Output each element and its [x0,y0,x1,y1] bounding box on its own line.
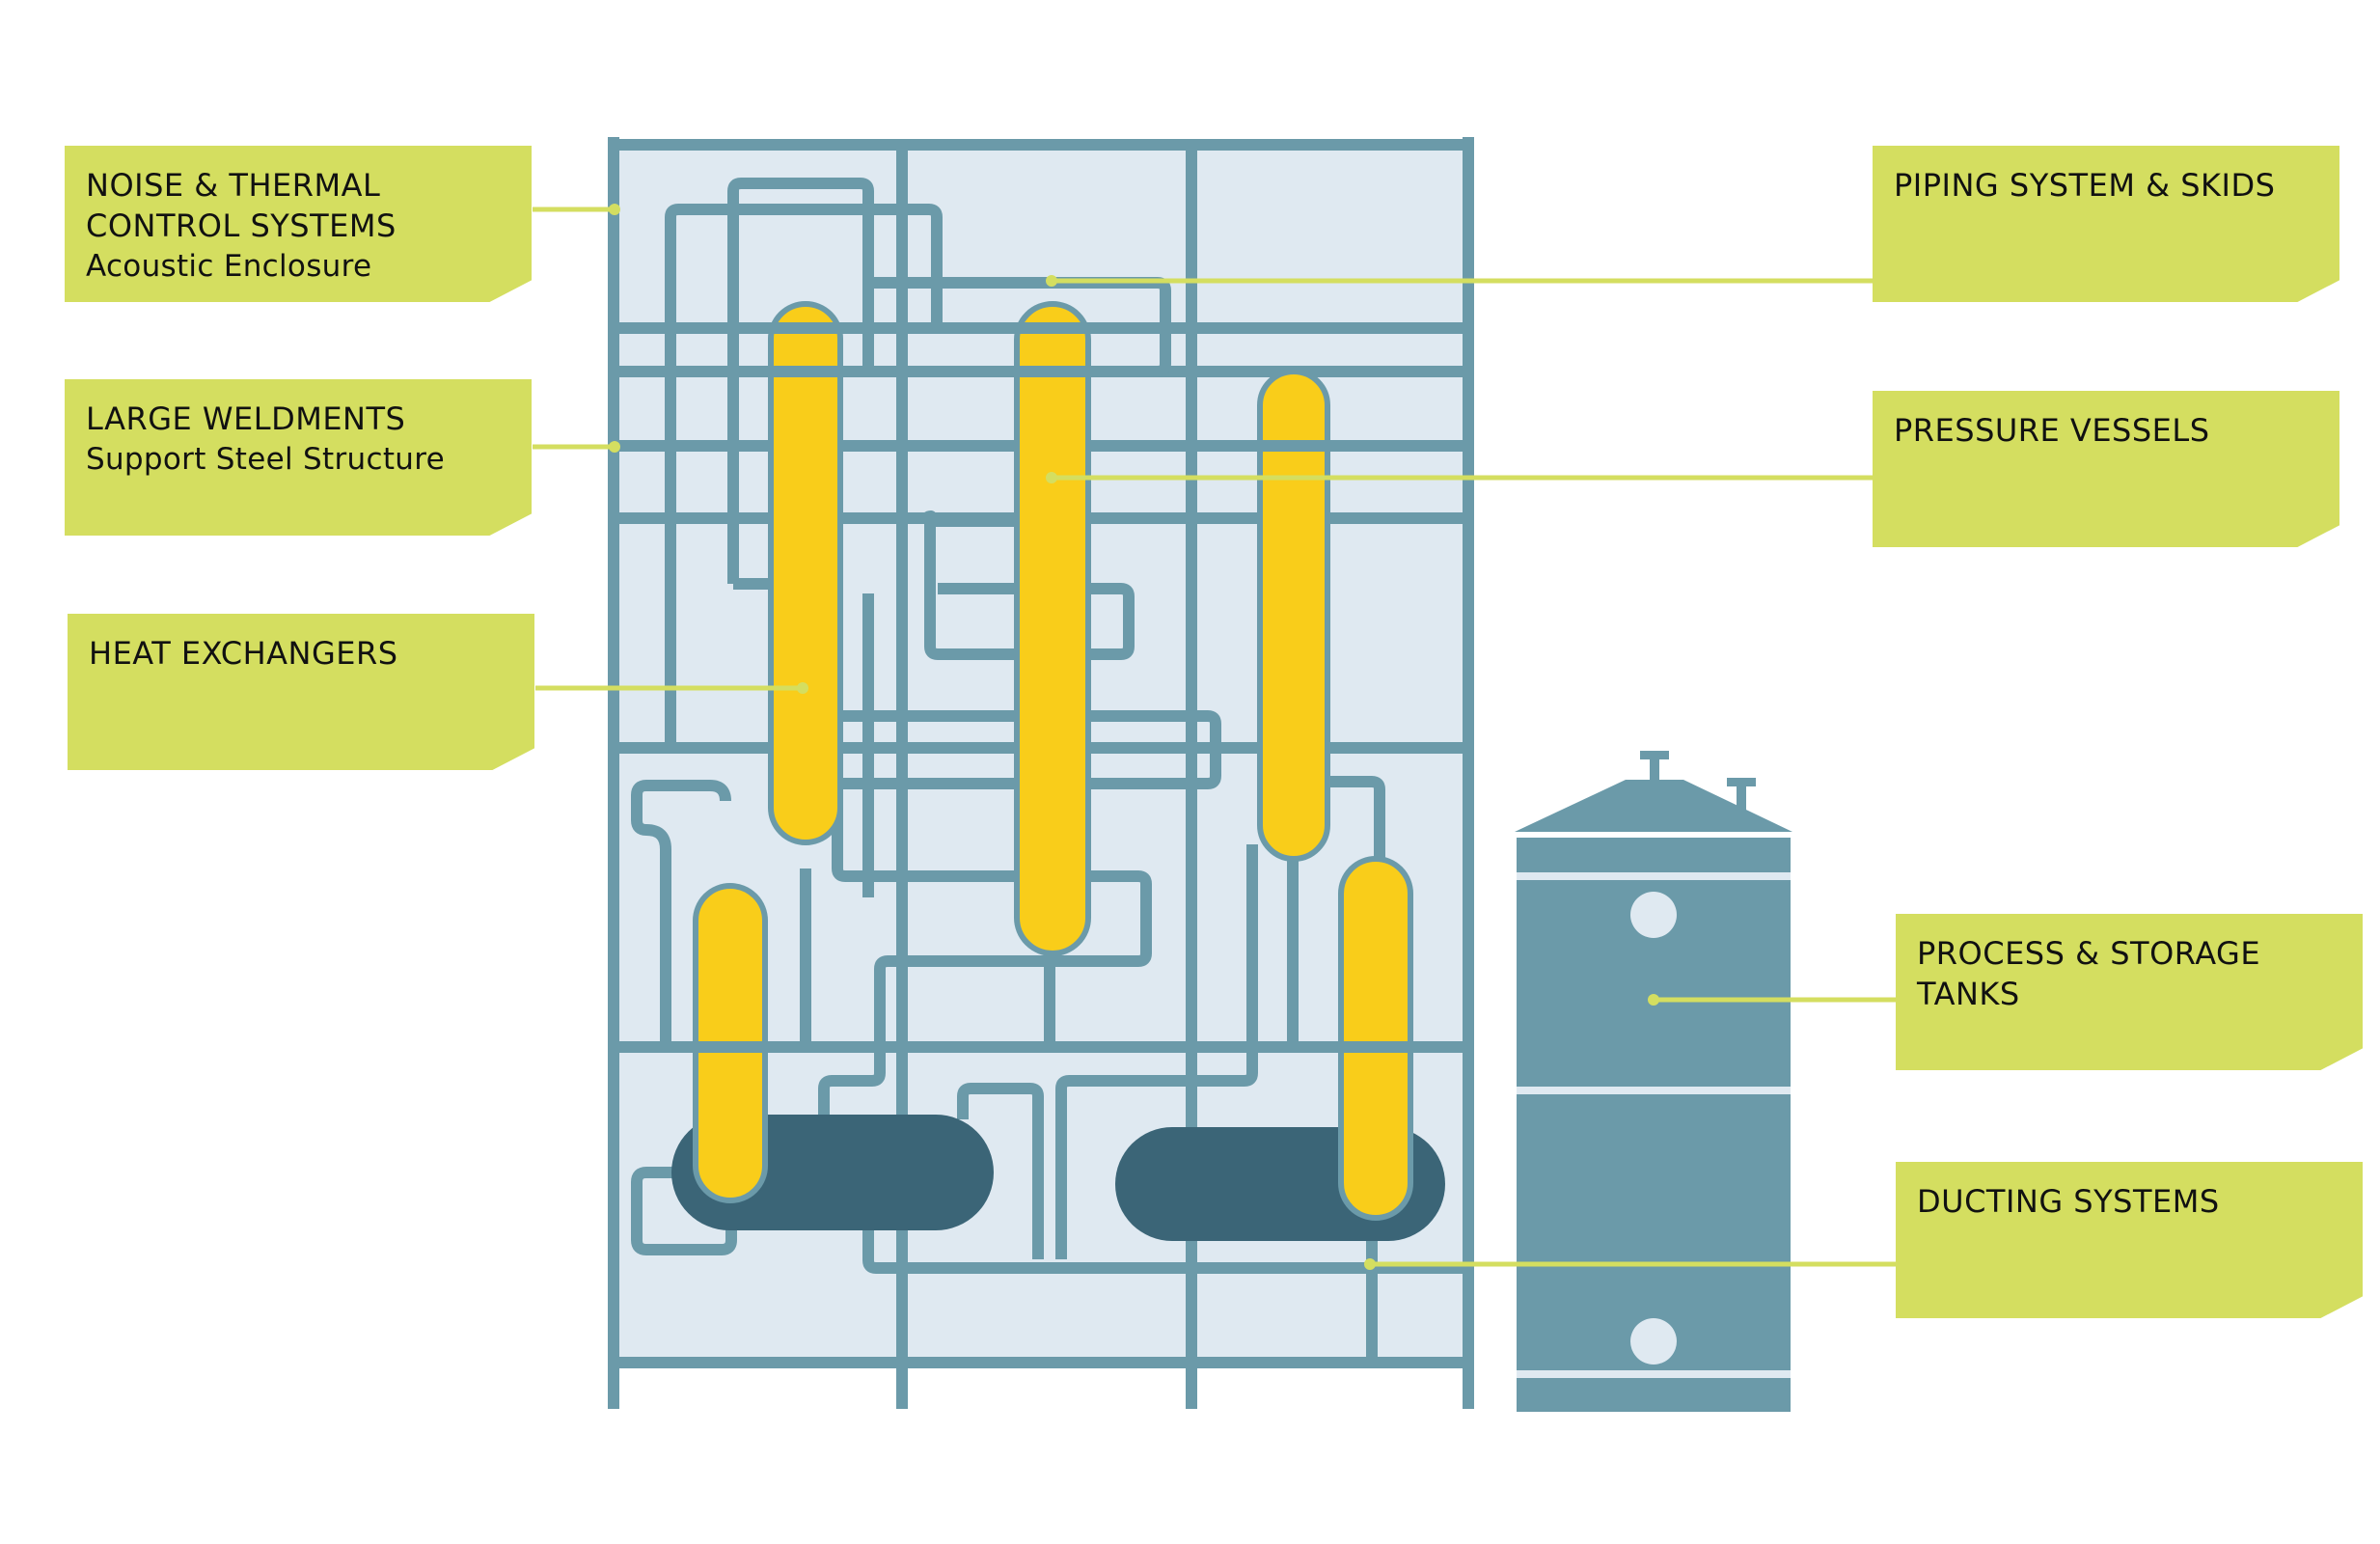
heat-exchanger-column [768,301,843,845]
label-noise-thermal: NOISE & THERMAL CONTROL SYSTEMS Acoustic… [65,146,532,302]
pressure-vessel-center [1014,301,1091,956]
label-ducting-systems: DUCTING SYSTEMS [1896,1162,2363,1318]
leader-dots [609,204,1659,1270]
pipe-vertical-left-center [818,593,1152,1119]
tank-roof [1515,780,1792,832]
label-heat-title: HEAT EXCHANGERS [89,635,398,672]
vessel-right-short [1338,856,1413,1221]
pipe-left-crook [631,780,731,1047]
pipe-loop-bottom-right [1055,844,1258,1259]
vessel-bands [696,322,1410,1053]
tank-band-top [1517,872,1791,880]
tank-manhole-top [1630,892,1677,938]
label-piping-system: PIPING SYSTEM & SKIDS [1873,146,2339,302]
label-ducting-title: DUCTING SYSTEMS [1917,1183,2220,1220]
pipe-loop-top-left [727,178,874,584]
pipe-loop-middle-rect [837,710,1221,789]
label-pressure-vessels: PRESSURE VESSELS [1873,391,2339,547]
label-process-tanks: PROCESS & STORAGE TANKS [1896,914,2363,1070]
label-large-weldments: LARGE WELDMENTS Support Steel Structure [65,379,532,536]
tank-vent-right-cap [1727,778,1756,786]
label-noise-subtitle: Acoustic Enclosure [86,249,372,284]
leader-lines [533,207,1899,1267]
tank-vent-right [1737,780,1746,813]
tank-manhole-bottom [1630,1318,1677,1365]
piping-system [631,178,1468,1363]
label-weldments-title: LARGE WELDMENTS [86,400,406,437]
pipe-loop-top-wide [665,204,943,753]
tank-vent-left-cap [1640,751,1669,759]
label-heat-exchangers: HEAT EXCHANGERS [68,614,534,770]
process-storage-tank [1515,751,1792,1412]
label-noise-title: NOISE & THERMAL CONTROL SYSTEMS [86,167,397,244]
label-piping-title: PIPING SYSTEM & SKIDS [1894,167,2276,204]
pipe-loop-bottom-center [957,1083,1044,1259]
pipe-bottom-long [862,1224,1468,1274]
tank-vent-left [1650,755,1659,784]
label-pressure-title: PRESSURE VESSELS [1894,412,2210,449]
tank-band-bottom [1517,1370,1791,1378]
label-tanks-title: PROCESS & STORAGE TANKS [1917,935,2261,1012]
pipe-bottom-left-loop [631,1167,737,1255]
vessel-right-tall [1257,369,1330,862]
label-weldments-subtitle: Support Steel Structure [86,442,445,477]
tank-band-middle [1517,1087,1791,1094]
